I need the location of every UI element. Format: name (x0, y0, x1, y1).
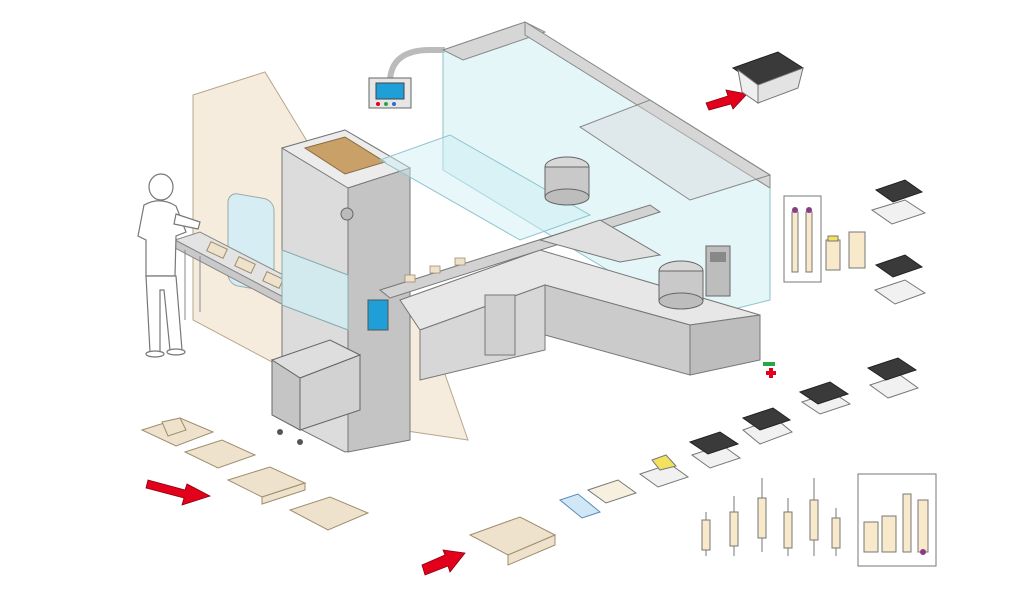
hmi-control-panel-icon (368, 47, 445, 109)
red-flow-arrow-icon (145, 89, 748, 576)
syringe-icon (701, 478, 841, 556)
component-inset-bottom (857, 473, 937, 567)
component-inset-top (783, 195, 866, 283)
syringe-4 (783, 498, 793, 556)
syringe-3 (757, 478, 767, 552)
tub-group-right (586, 179, 927, 504)
press-station (705, 245, 731, 297)
tub-trolley (270, 339, 362, 445)
nest-tub-icon (731, 51, 805, 104)
isolator-glass-enclosure (378, 21, 772, 321)
cross-icon (763, 362, 776, 378)
syringe-5 (809, 478, 819, 556)
syringe-1 (701, 512, 711, 556)
transfer-conveyor (378, 204, 662, 299)
syringe-2 (729, 496, 739, 556)
blister-icon (558, 493, 602, 519)
folding-carton-icon (140, 417, 557, 566)
processing-table (399, 249, 761, 381)
bowl-feeder-2 (658, 260, 704, 310)
bowl-feeder-1 (544, 156, 590, 206)
operator-figure (137, 173, 201, 358)
syringe-6 (831, 508, 841, 556)
